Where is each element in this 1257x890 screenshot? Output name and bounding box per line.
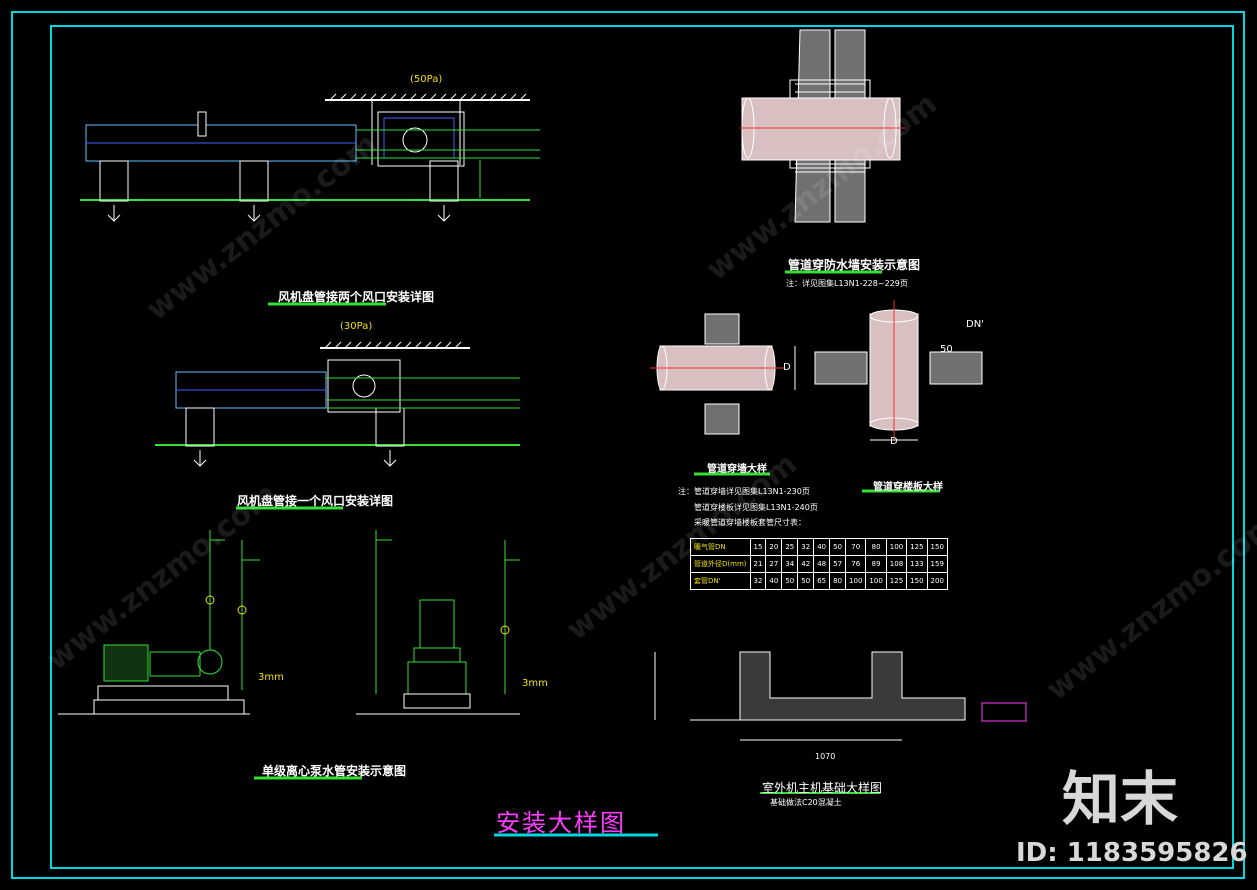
sleeve-note-2: 管道穿楼板详见图集L13N1-240页	[694, 503, 818, 512]
table-cell: 89	[865, 555, 887, 573]
table-cell: 70	[845, 538, 867, 556]
table-cell: 48	[813, 555, 831, 573]
sleeve-right-title: 管道穿楼板大样	[873, 482, 943, 493]
table-cell: 57	[829, 555, 847, 573]
sleeve-left-title: 管道穿墙大样	[707, 464, 767, 475]
table-cell: 50	[797, 572, 815, 590]
table-cell: 150	[906, 572, 928, 590]
table-cell: 50	[781, 572, 799, 590]
pump-title: 单级离心泵水管安装示意图	[262, 764, 407, 778]
table-cell: 27	[765, 555, 783, 573]
pump-drawing	[58, 530, 520, 715]
sheet-id: ID: 1183595826	[1016, 838, 1248, 868]
brand-logo: 知末	[1062, 765, 1179, 833]
table-cell: 50	[829, 538, 847, 556]
pump-note-left: 3mm	[258, 672, 284, 683]
table-cell: 20	[765, 538, 783, 556]
sleeve-note-1: 注：管道穿墙详见图集L13N1-230页	[678, 487, 810, 496]
foundation-drawing	[654, 651, 1027, 741]
table-cell: 159	[926, 555, 948, 573]
table-cell: 200	[926, 572, 948, 590]
wall-pipe-title: 管道穿防水墙安装示意图	[788, 258, 921, 272]
table-cell: 40	[813, 538, 831, 556]
table-cell: 80	[865, 538, 887, 556]
table-cell: 34	[781, 555, 799, 573]
sleeve-dim-dn: DN'	[966, 319, 984, 330]
table-cell: 100	[845, 572, 867, 590]
table-cell: 76	[845, 555, 867, 573]
foundation-subtitle: 基础做法C20混凝土	[770, 798, 842, 807]
foundation-title: 室外机主机基础大样图	[762, 781, 883, 795]
fan-coil-one-drawing	[155, 341, 520, 467]
wall-pipe-note: 注：详见图集L13N1-228~229页	[786, 279, 908, 288]
table-cell: 32	[797, 538, 815, 556]
pressure-label-one: (30Pa)	[340, 321, 373, 332]
table-cell: 25	[781, 538, 799, 556]
fan-coil-two-title: 风机盘管接两个风口安装详图	[278, 290, 435, 304]
sleeve-dim-d2: D	[890, 436, 898, 447]
table-cell: 133	[906, 555, 928, 573]
table-cell: 100	[885, 538, 908, 556]
table-cell: 42	[797, 555, 815, 573]
fan-coil-one-title: 风机盘管接一个风口安装详图	[237, 494, 394, 508]
table-cell: 15	[749, 538, 767, 556]
pressure-label-two: (50Pa)	[410, 74, 443, 85]
inner-frame	[50, 25, 1234, 869]
table-cell: 108	[885, 555, 908, 573]
table-cell: 100	[865, 572, 887, 590]
table-row-label: 暖气管DN	[690, 538, 751, 556]
table-cell: 65	[813, 572, 831, 590]
table-row-label: 管道外径D(mm)	[690, 555, 751, 573]
sleeve-drawing	[650, 300, 983, 441]
table-cell: 21	[749, 555, 767, 573]
table-cell: 150	[926, 538, 948, 556]
wall-pipe-drawing	[740, 29, 905, 223]
table-cell: 40	[765, 572, 783, 590]
fan-coil-two-drawing	[80, 93, 540, 222]
sleeve-note-3: 采暖管道穿墙楼板套管尺寸表：	[694, 518, 806, 527]
sleeve-dim-d1: D	[783, 362, 791, 373]
table-cell: 125	[885, 572, 908, 590]
pump-note-right: 3mm	[522, 678, 548, 689]
table-row-label: 套管DN'	[690, 572, 751, 590]
table-cell: 32	[749, 572, 767, 590]
foundation-dim: 1070	[815, 752, 836, 761]
table-cell: 80	[829, 572, 847, 590]
table-cell: 125	[906, 538, 928, 556]
sheet-main-title: 安装大样图	[496, 809, 626, 837]
sleeve-dim-50: 50	[940, 344, 953, 355]
outer-frame	[11, 11, 1245, 879]
